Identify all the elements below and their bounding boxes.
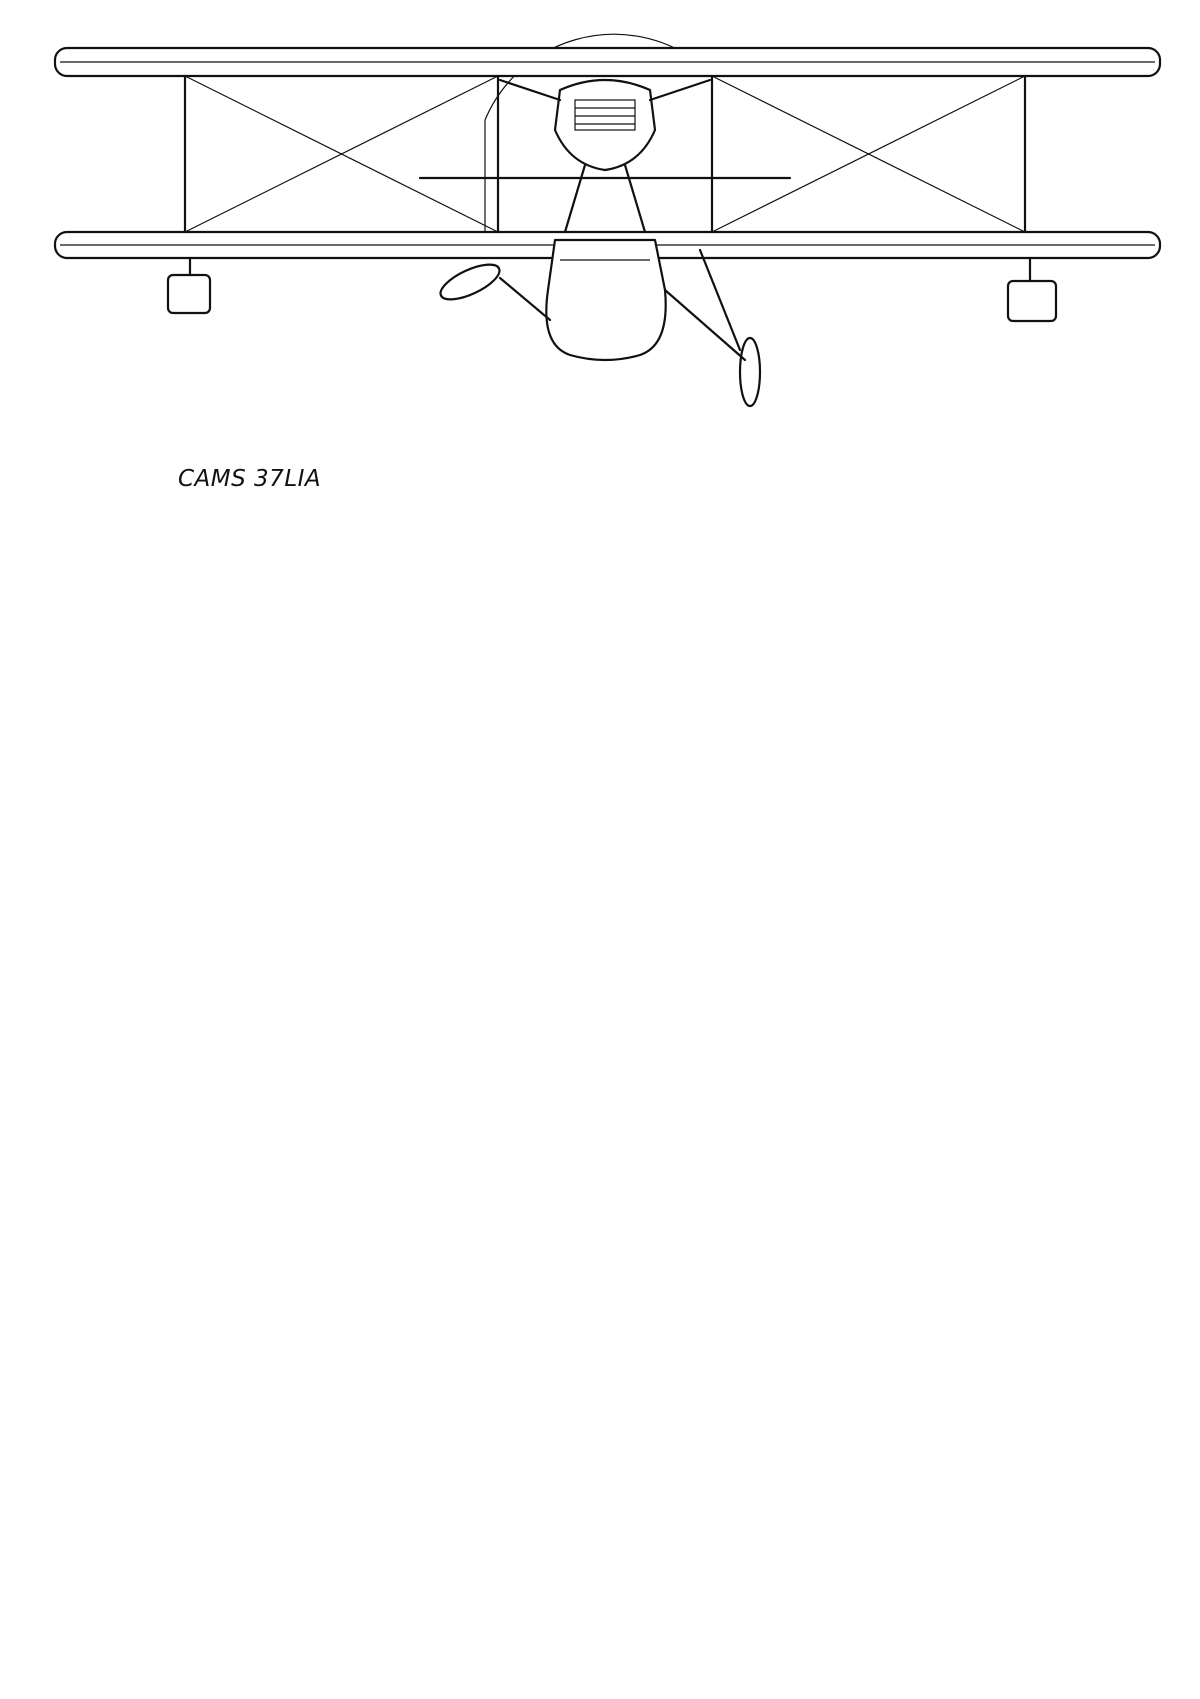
drawing-caption: CAMS 37LIA — [178, 466, 322, 492]
left-float — [166, 273, 212, 315]
propeller-disc — [484, 33, 696, 121]
landing-wheel — [738, 336, 762, 408]
engine-nacelle — [553, 78, 657, 172]
right-float — [1006, 279, 1058, 323]
hull-front — [545, 238, 667, 362]
front-view — [53, 33, 1162, 408]
